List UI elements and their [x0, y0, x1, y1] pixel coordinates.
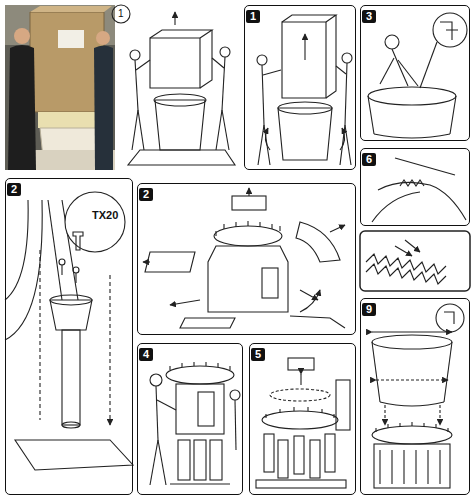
step-panel: 2: [137, 183, 356, 335]
step-number: 3: [362, 10, 376, 23]
step-number: 1: [246, 10, 260, 23]
panel-9-drawing: [372, 304, 464, 488]
step-number: 6: [362, 153, 376, 166]
step-number: 2: [139, 188, 153, 201]
unpacking-sketch: [112, 5, 235, 165]
step-number: 5: [251, 348, 265, 361]
step-number: 1: [118, 8, 124, 19]
step-panel: 3: [360, 5, 470, 141]
step-panel: 9: [360, 298, 470, 495]
step-panel: 6: [360, 148, 470, 226]
step-panel: 1: [244, 5, 356, 170]
panel-5-drawing: [256, 358, 350, 488]
panel-4-drawing: [150, 362, 240, 485]
panel-3-drawing: [368, 13, 467, 138]
photo: [5, 5, 115, 170]
step-panel: 5: [249, 343, 356, 495]
screw-type-label: TX20: [92, 209, 118, 221]
step-panel: 2: [5, 178, 133, 495]
panel-1-drawing: [257, 15, 352, 165]
step-number: 9: [362, 303, 376, 316]
panel-2-left-drawing: [5, 192, 133, 470]
step-panel: 4: [137, 343, 243, 495]
panel-2-middle-drawing: [143, 188, 345, 328]
step-number: 4: [139, 348, 153, 361]
panel-6-drawing: [360, 158, 470, 291]
step-number: 2: [7, 183, 21, 196]
